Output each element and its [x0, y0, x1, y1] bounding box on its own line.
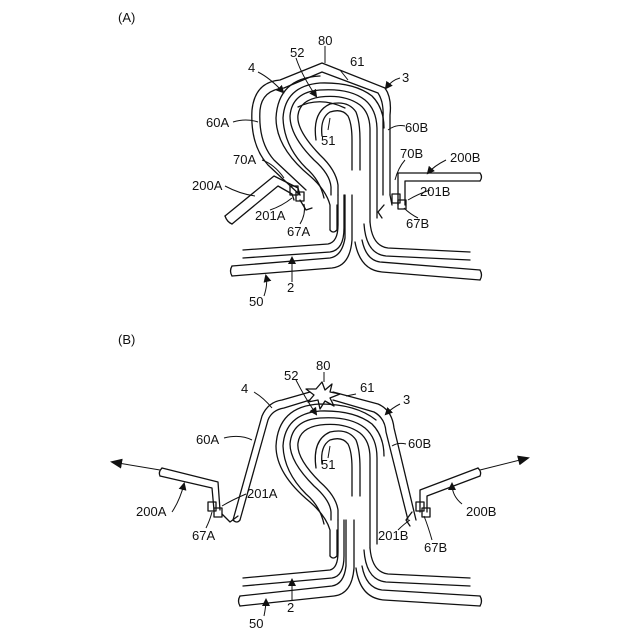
label-67b-b: 67B	[424, 540, 447, 555]
label-67a: 67A	[287, 224, 310, 239]
label-80: 80	[318, 33, 332, 48]
label-52-b: 52	[284, 368, 298, 383]
label-51-b: 51	[321, 457, 335, 472]
base-plate-50-b	[239, 520, 482, 606]
label-4: 4	[248, 60, 255, 75]
label-201a-b: 201A	[247, 486, 278, 501]
panel-label-b: (B)	[118, 332, 135, 347]
label-52: 52	[290, 45, 304, 60]
label-201a: 201A	[255, 208, 286, 223]
label-50-b: 50	[249, 616, 263, 631]
plate-200b-left	[112, 462, 238, 522]
label-60a: 60A	[206, 115, 229, 130]
label-201b-b: 201B	[378, 528, 408, 543]
hook-51-b	[276, 404, 384, 558]
label-60b: 60B	[405, 120, 428, 135]
label-67b: 67B	[406, 216, 429, 231]
label-2-b: 2	[287, 600, 294, 615]
hook-51	[276, 76, 384, 232]
label-61-b: 61	[360, 380, 374, 395]
label-201b: 201B	[420, 184, 450, 199]
panel-b: (B)	[112, 332, 528, 631]
label-67a-b: 67A	[192, 528, 215, 543]
label-200a-b: 200A	[136, 504, 167, 519]
label-60a-b: 60A	[196, 432, 219, 447]
label-61: 61	[350, 54, 364, 69]
label-200b: 200B	[450, 150, 480, 165]
label-60b-b: 60B	[408, 436, 431, 451]
label-80-b: 80	[316, 358, 330, 373]
panel-label-a: (A)	[118, 10, 135, 25]
label-50: 50	[249, 294, 263, 309]
label-4-b: 4	[241, 381, 248, 396]
label-51: 51	[321, 133, 335, 148]
panel-a: (A)	[118, 10, 482, 309]
label-200a: 200A	[192, 178, 223, 193]
label-3-b: 3	[403, 392, 410, 407]
label-70a: 70A	[233, 152, 256, 167]
label-3: 3	[402, 70, 409, 85]
label-200b-b: 200B	[466, 504, 496, 519]
label-2: 2	[287, 280, 294, 295]
label-70b: 70B	[400, 146, 423, 161]
